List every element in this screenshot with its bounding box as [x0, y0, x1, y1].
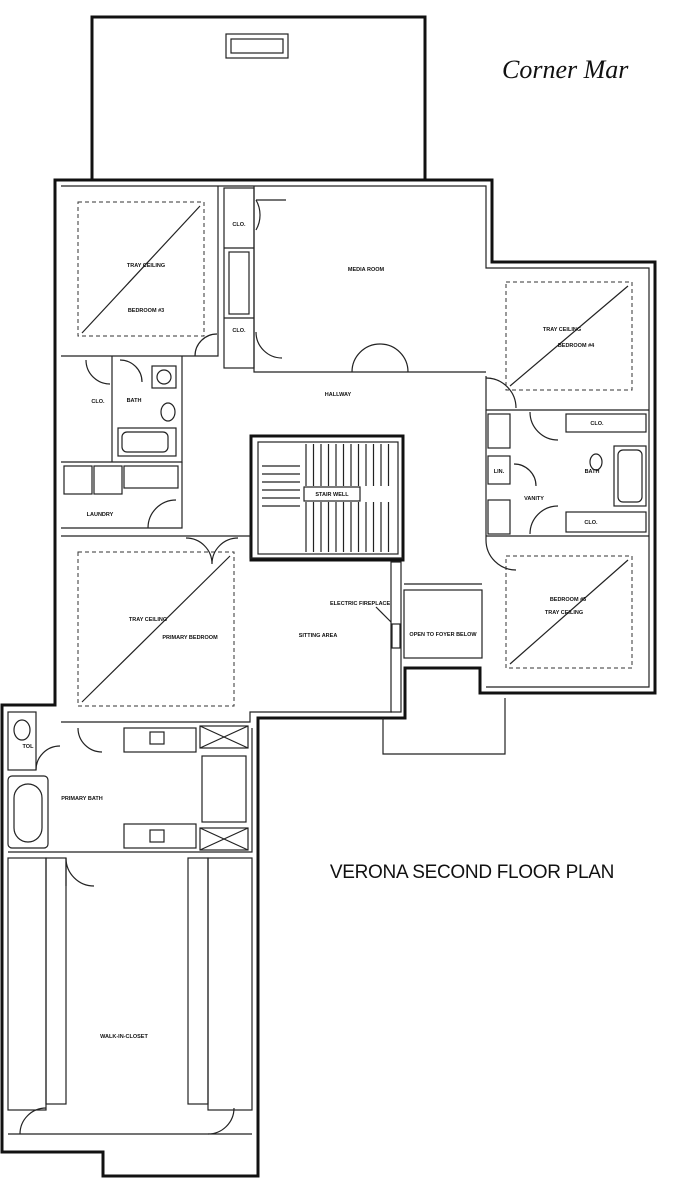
primary-bedroom: TRAY CEILING PRIMARY BEDROOM: [61, 535, 403, 723]
bedroom-4-ceiling-label: TRAY CEILING: [543, 327, 581, 333]
primary-bath-label: PRIMARY BATH: [61, 796, 102, 802]
plan-title: VERONA SECOND FLOOR PLAN: [330, 862, 614, 883]
closet-label-4: CLO.: [590, 421, 604, 427]
laundry-label: LAUNDRY: [87, 512, 114, 518]
bath-1: CLO. BATH: [61, 356, 183, 463]
bedroom-3-label: BEDROOM #3: [128, 308, 164, 314]
walk-in-closet: WALK-IN-CLOSET: [7, 857, 253, 1135]
brand-logo-text: Corner Mar: [502, 55, 629, 84]
electric-fireplace-label: ELECTRIC FIREPLACE: [330, 601, 391, 607]
primary-bath: TOL PRIMARY BATH: [7, 711, 253, 853]
bedroom-5-label: BEDROOM #5: [550, 597, 586, 603]
stair-well-label: STAIR WELL: [315, 492, 349, 498]
toilet-label: TOL: [23, 744, 35, 750]
jack-and-jill-bath: CLO. CLO. LIN. VANITY BATH: [486, 409, 649, 537]
open-to-foyer: OPEN TO FOYER BELOW: [382, 583, 506, 755]
bedroom-4-label: BEDROOM #4: [558, 343, 595, 349]
linen-label: LIN.: [494, 469, 505, 475]
media-room: MEDIA ROOM: [253, 186, 486, 373]
primary-bedroom-label: PRIMARY BEDROOM: [162, 635, 218, 641]
open-to-foyer-label: OPEN TO FOYER BELOW: [409, 632, 477, 638]
primary-ceiling-label: TRAY CEILING: [129, 617, 167, 623]
media-room-label: MEDIA ROOM: [348, 267, 385, 273]
bath-1-label: BATH: [127, 398, 142, 404]
exterior-walls: [0, 178, 657, 1178]
closet-column: CLO. CLO.: [223, 187, 286, 369]
bedroom-3: TRAY CEILING BEDROOM #3: [61, 186, 219, 357]
closet-label-5: CLO.: [584, 520, 598, 526]
sitting-area-label: SITTING AREA: [299, 633, 338, 639]
bedroom-4: TRAY CEILING BEDROOM #4: [485, 281, 633, 409]
bedroom-5-ceiling-label: TRAY CEILING: [545, 610, 583, 616]
closet-label-3: CLO.: [91, 399, 105, 405]
hallway: HALLWAY: [325, 376, 487, 540]
balcony: [90, 15, 427, 180]
walk-in-closet-label: WALK-IN-CLOSET: [100, 1034, 148, 1040]
laundry: LAUNDRY: [61, 462, 183, 529]
bath-2-label: BATH: [585, 469, 600, 475]
vanity-label: VANITY: [524, 496, 544, 502]
stair-well: STAIR WELL: [249, 434, 405, 562]
hallway-label: HALLWAY: [325, 392, 352, 398]
closet-label-1: CLO.: [232, 222, 246, 228]
stair-treads: [262, 444, 390, 552]
sitting-area: SITTING AREA ELECTRIC FIREPLACE: [299, 561, 402, 713]
bedroom-5: BEDROOM #5 TRAY CEILING: [485, 539, 633, 669]
closet-label-2: CLO.: [232, 328, 246, 334]
bedroom-3-ceiling-label: TRAY CEILING: [127, 263, 165, 269]
